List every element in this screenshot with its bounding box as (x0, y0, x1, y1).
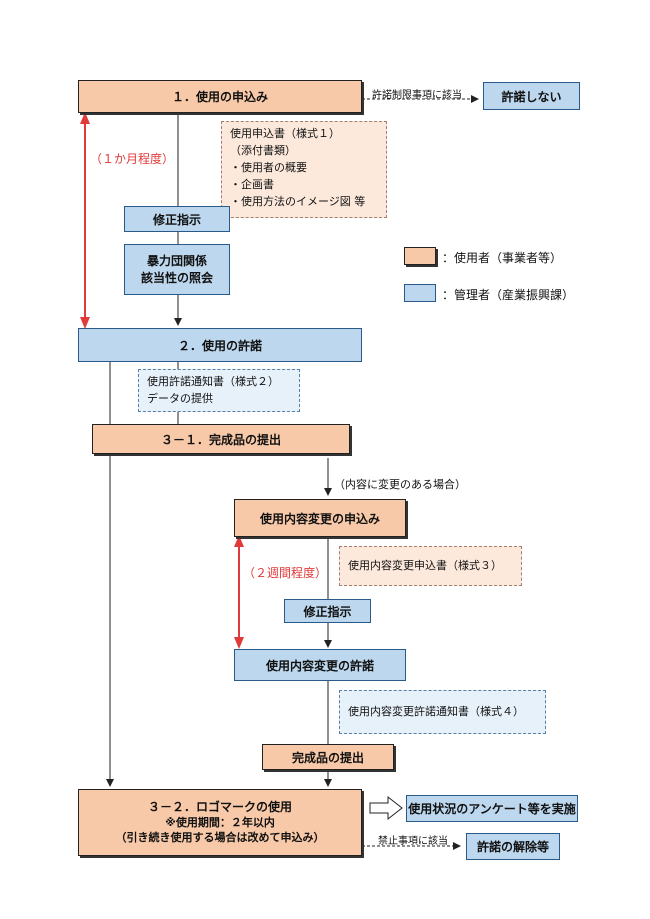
change-permit-box: 使用内容変更の許諾 (234, 649, 406, 681)
change-apply-label: 使用内容変更の申込み (259, 511, 380, 526)
permit-docs-note: 使用許諾通知書（様式２） データの提供 (138, 369, 300, 412)
fix2-label: 修正指示 (303, 604, 352, 619)
step1-apply-box: １．使用の申込み (78, 80, 362, 113)
step3-1-submit-box: ３－１．完成品の提出 (92, 424, 350, 454)
apply-doc-line: 使用申込書（様式１） (230, 127, 340, 140)
apply-doc-line: （添付書類） (230, 144, 296, 157)
fix1-box: 修正指示 (124, 206, 230, 232)
step1-apply-label: １．使用の申込み (171, 90, 268, 104)
permit-doc-line: データの提供 (147, 392, 213, 405)
fix1-label: 修正指示 (152, 212, 201, 227)
apply-doc-line: ・企画書 (230, 178, 274, 191)
change-apply-doc-text: 使用内容変更申込書（様式３） (348, 559, 502, 572)
fix2-box: 修正指示 (284, 599, 371, 623)
change-apply-box: 使用内容変更の申込み (234, 499, 406, 537)
step2-permit-box: ２．使用の許諾 (78, 328, 362, 362)
step2-permit-label: ２．使用の許諾 (177, 338, 262, 353)
restricted-label: 許諾制限事項に該当 (372, 90, 462, 101)
one-month-label: （１か月程度） (90, 152, 175, 166)
change-permit-label: 使用内容変更の許諾 (265, 658, 374, 673)
legend-admin-label: ：管理者（産業振興課） (442, 288, 575, 302)
revoke-label: 許諾の解除等 (476, 840, 549, 854)
logo-use-title: ３－２．ロゴマークの使用 (147, 800, 292, 814)
survey-label: 使用状況のアンケート等を実施 (408, 802, 576, 816)
check-box: 暴力団関係 該当性の照会 (124, 244, 230, 295)
two-weeks-label: （２週間程度） (243, 566, 328, 580)
step3-2-logo-use-box: ３－２．ロゴマークの使用 ※使用期間：２年以内 （引き続き使用する場合は改めて申… (78, 789, 362, 856)
legend-user-swatch (404, 247, 436, 265)
change-permit-doc-note: 使用内容変更許諾通知書（様式４） (339, 690, 546, 734)
apply-doc-line: ・使用者の概要 (230, 161, 307, 174)
apply-doc-line: ・使用方法のイメージ図 等 (230, 195, 366, 208)
changed-label: （内容に変更のある場合） (334, 478, 466, 491)
permit-doc-line: 使用許諾通知書（様式２） (147, 375, 279, 388)
logo-use-note: （引き続き使用する場合は改めて申込み） (115, 831, 325, 844)
legend-user-label: ：使用者（事業者等） (442, 251, 563, 265)
change-permit-doc-text: 使用内容変更許諾通知書（様式４） (348, 705, 524, 718)
check-label: 暴力団関係 該当性の照会 (140, 253, 213, 285)
step3-1-submit-label: ３－１．完成品の提出 (160, 432, 281, 447)
change-apply-doc-note: 使用内容変更申込書（様式３） (339, 546, 522, 586)
hollow-arrow-survey (369, 795, 403, 821)
legend-admin-swatch (404, 284, 436, 302)
submit-product-box: 完成品の提出 (262, 744, 394, 770)
deny-box: 許諾しない (483, 82, 580, 110)
revoke-box: 許諾の解除等 (466, 833, 560, 860)
deny-label: 許諾しない (501, 89, 562, 104)
submit-product-label: 完成品の提出 (291, 750, 364, 765)
logo-use-period: ※使用期間：２年以内 (165, 816, 275, 829)
prohibited-label: 禁止事項に該当 (378, 836, 448, 847)
apply-docs-note: 使用申込書（様式１） （添付書類） ・使用者の概要 ・企画書 ・使用方法のイメー… (221, 121, 387, 218)
survey-box: 使用状況のアンケート等を実施 (406, 795, 578, 822)
